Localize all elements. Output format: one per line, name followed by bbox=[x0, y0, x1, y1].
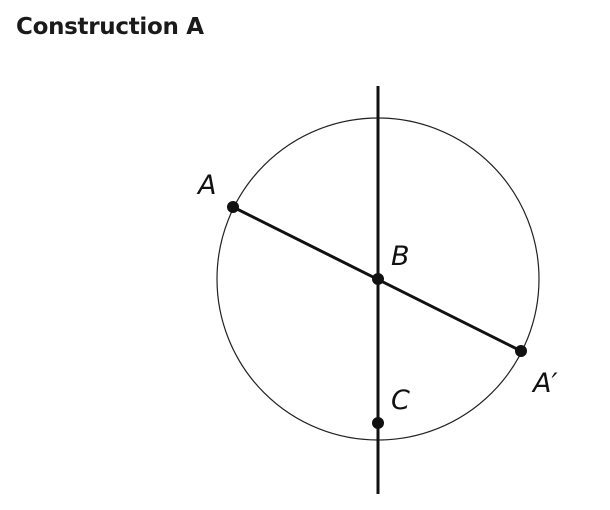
label-b: B bbox=[391, 241, 410, 272]
point-a bbox=[227, 201, 239, 213]
construction-title: Construction A bbox=[16, 14, 204, 40]
label-a-prime: A′ bbox=[531, 368, 558, 399]
point-b bbox=[372, 273, 384, 285]
point-a-prime bbox=[515, 345, 527, 357]
point-c bbox=[372, 417, 384, 429]
label-c: C bbox=[391, 385, 410, 416]
label-a: A bbox=[196, 170, 216, 201]
